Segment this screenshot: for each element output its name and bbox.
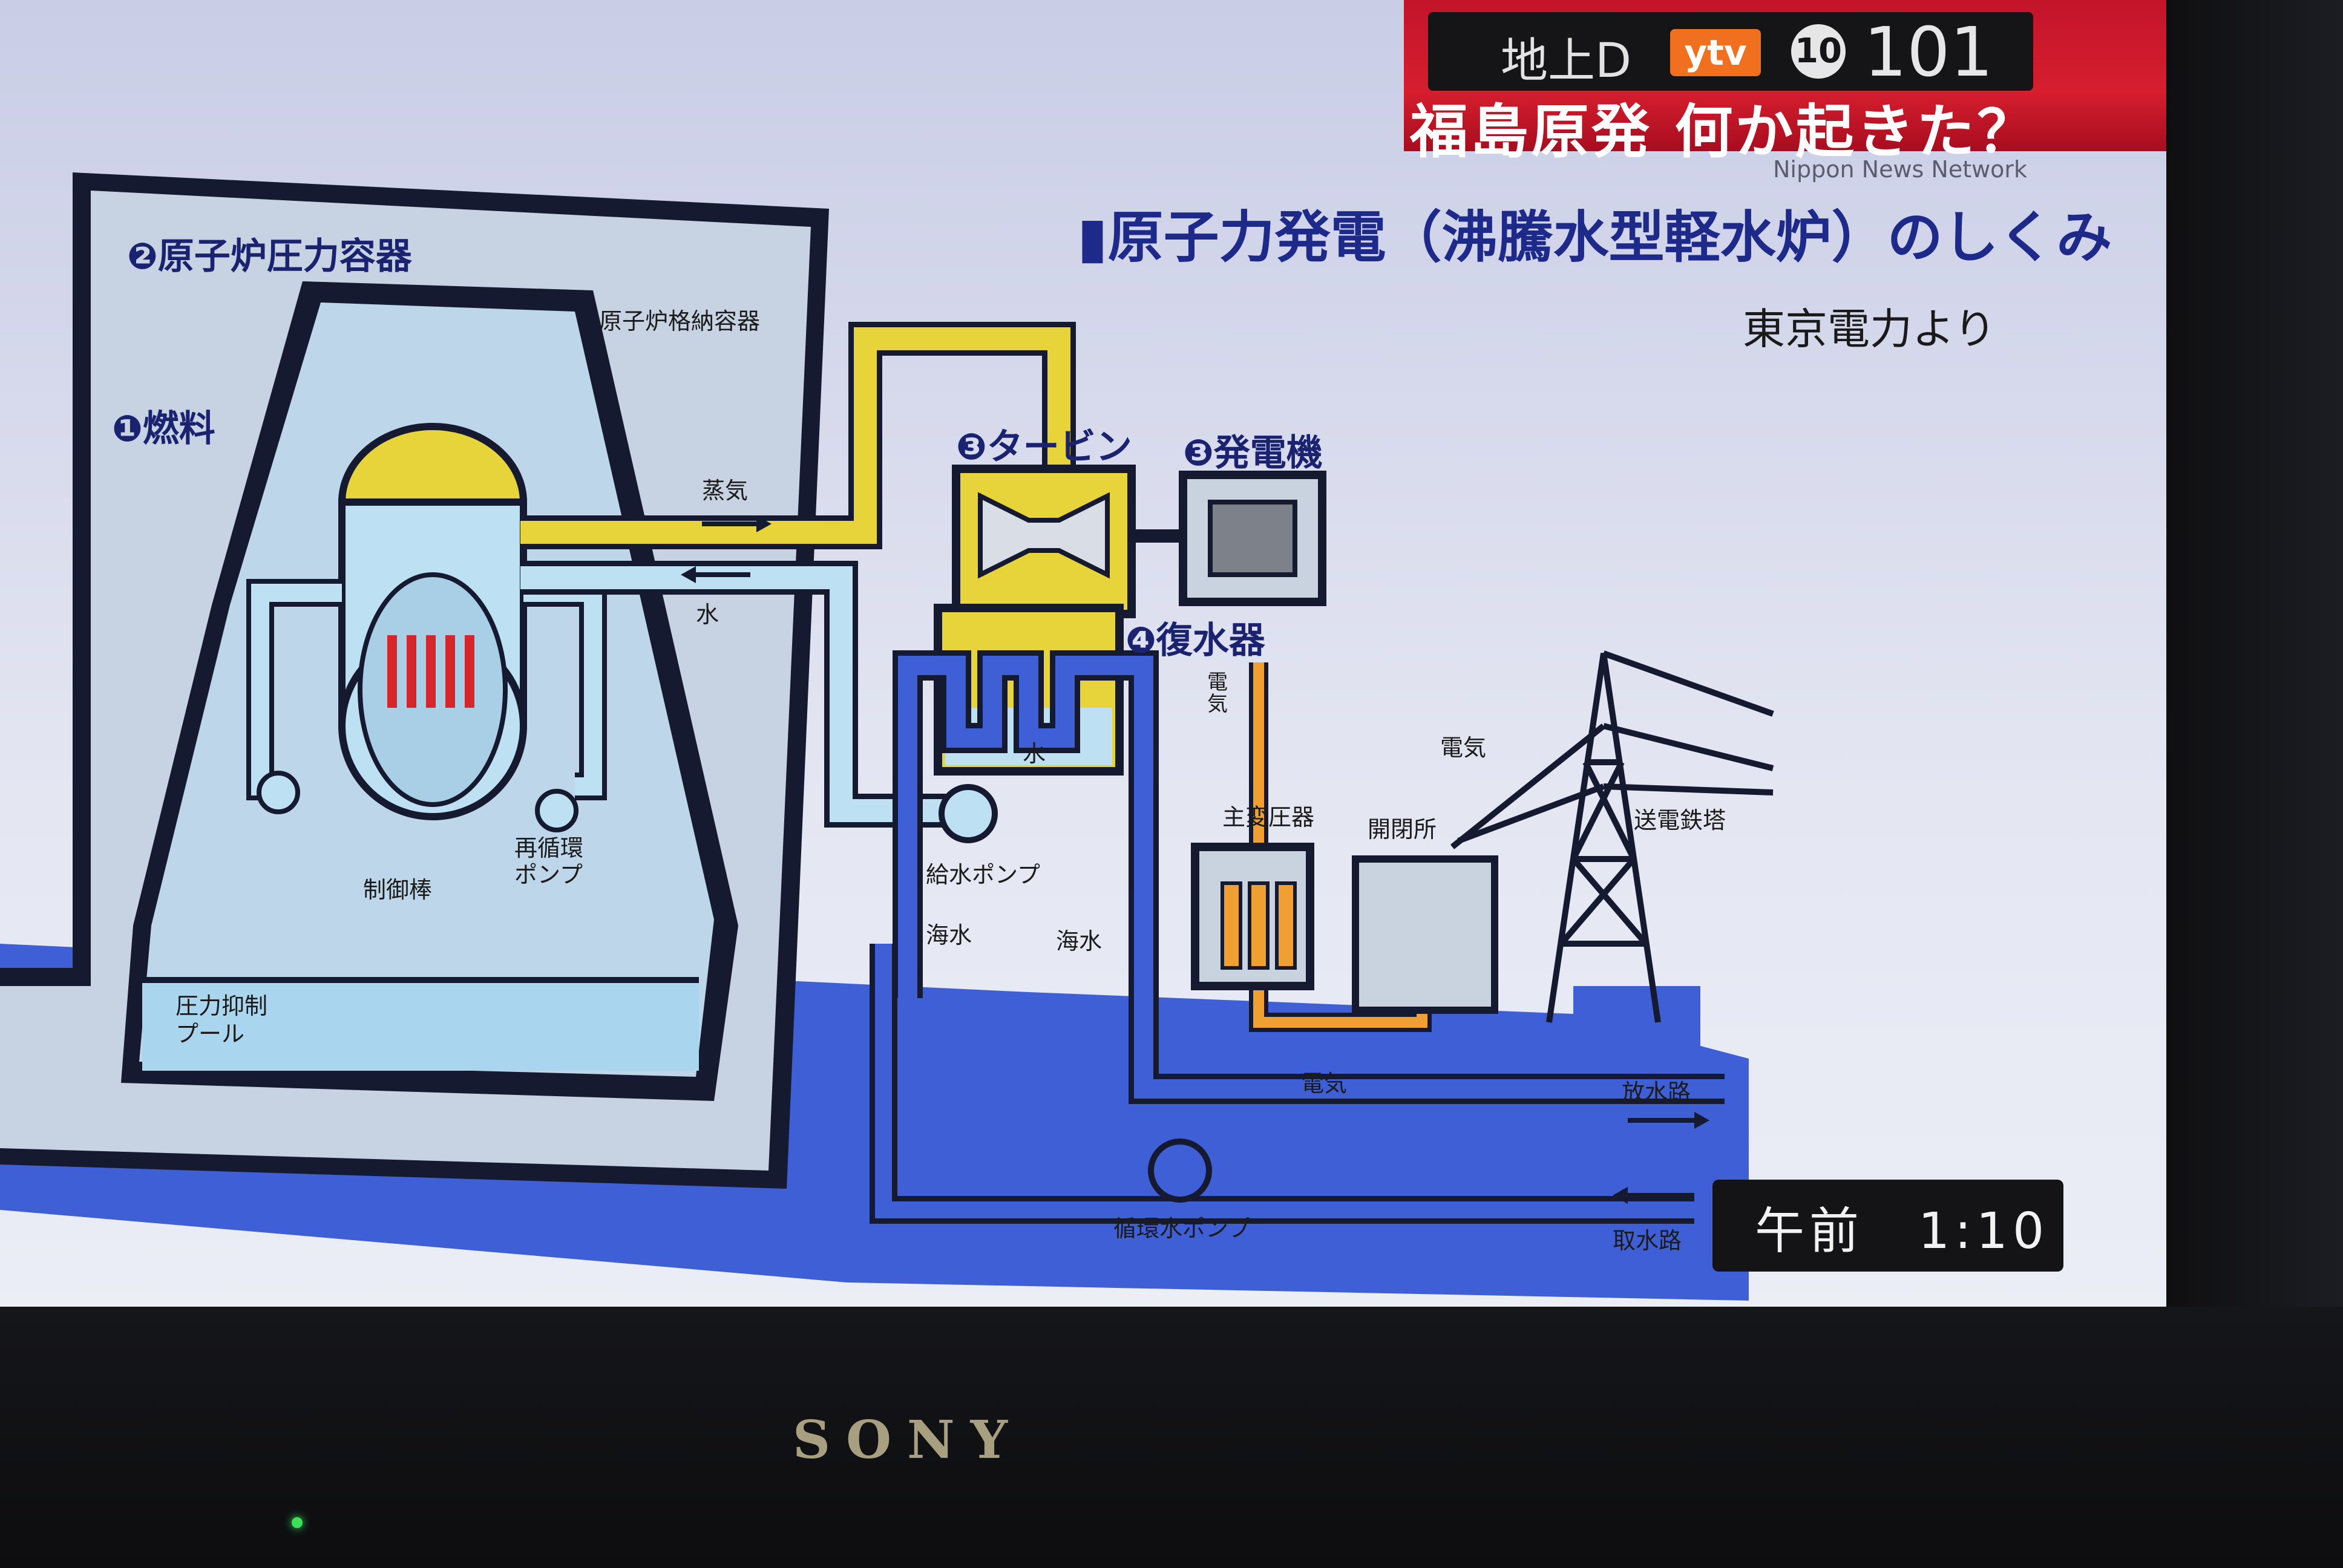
label-intake: 取水路 bbox=[1613, 1227, 1682, 1254]
ytv-logo: ytv bbox=[1670, 29, 1761, 76]
label-discharge: 放水路 bbox=[1622, 1079, 1691, 1106]
recirc-pump-right bbox=[535, 789, 578, 832]
label-control-rods: 制御棒 bbox=[363, 877, 433, 903]
label-transformer: 主変圧器 bbox=[1222, 804, 1315, 831]
label-electricity-bottom: 電気 bbox=[1301, 1070, 1348, 1097]
feed-pump bbox=[939, 784, 998, 843]
tv-bezel-bottom bbox=[0, 1307, 2343, 1568]
label-seawater-2: 海水 bbox=[1056, 928, 1103, 955]
channel-number: 101 bbox=[1864, 13, 1993, 92]
label-electricity-vertical: 電気 bbox=[1207, 670, 1228, 716]
water-arrow bbox=[681, 566, 750, 583]
channel-circle: 10 bbox=[1791, 24, 1846, 79]
channel-label: 地上D bbox=[1501, 34, 1632, 88]
tv-screen: 地上D ytv 10 101 福島原発 何か起きた？ Nippon News N… bbox=[0, 0, 2178, 1331]
discharge-arrow bbox=[1628, 1112, 1709, 1129]
label-pressure-vessel: ❷原子炉圧力容器 bbox=[127, 235, 412, 278]
switchyard-building bbox=[1352, 855, 1498, 1014]
label-suppression-pool: 圧力抑制 プール bbox=[175, 993, 268, 1047]
suppression-pool bbox=[142, 980, 699, 1071]
label-fuel: ❶燃料 bbox=[112, 408, 215, 450]
label-steam: 蒸気 bbox=[702, 477, 749, 504]
circulating-pump bbox=[1148, 1138, 1212, 1203]
label-turbine: ❸タービン bbox=[956, 426, 1132, 468]
label-generator: ❸発電機 bbox=[1183, 432, 1323, 474]
label-seawater-1: 海水 bbox=[926, 922, 972, 949]
steam-arrow bbox=[702, 515, 772, 532]
intake-arrow bbox=[1613, 1187, 1694, 1204]
bwr-diagram bbox=[0, 172, 1774, 1301]
label-tower: 送電鉄塔 bbox=[1634, 807, 1726, 834]
label-condenser-water: 水 bbox=[1023, 740, 1046, 767]
transmission-tower bbox=[1450, 650, 1774, 1023]
fuel-rods bbox=[387, 635, 474, 708]
sea-right-step bbox=[1573, 986, 1700, 1059]
label-electricity-diag: 電気 bbox=[1440, 734, 1487, 761]
label-feed-pump: 給水ポンプ bbox=[926, 861, 1040, 888]
brand-logo: SONY bbox=[793, 1410, 1024, 1471]
banner-headline: 福島原発 何か起きた？ bbox=[1410, 98, 2038, 166]
recirc-pump-left bbox=[257, 771, 300, 814]
label-condenser: ❹復水器 bbox=[1126, 619, 1265, 662]
network-label: Nippon News Network bbox=[1773, 156, 2028, 183]
label-containment: 原子炉格納容器 bbox=[599, 308, 761, 335]
clock-time: 午前 1:10 bbox=[1755, 1203, 2050, 1260]
label-switchyard: 開閉所 bbox=[1368, 816, 1437, 843]
label-recirc-pump: 再循環 ポンプ bbox=[514, 835, 584, 888]
diagram-source: 東京電力より bbox=[1743, 304, 1996, 354]
diagram-title: ▮原子力発電（沸騰水型軽水炉）のしくみ bbox=[1077, 205, 2112, 270]
transformer-coils bbox=[1221, 881, 1297, 970]
label-circ-pump: 循環水ポンプ bbox=[1113, 1215, 1251, 1242]
turbine-rotor bbox=[978, 492, 1110, 579]
clock-box bbox=[1712, 1180, 2063, 1272]
power-led-icon bbox=[292, 1517, 303, 1528]
label-water: 水 bbox=[696, 601, 719, 628]
generator-body bbox=[1208, 500, 1297, 577]
